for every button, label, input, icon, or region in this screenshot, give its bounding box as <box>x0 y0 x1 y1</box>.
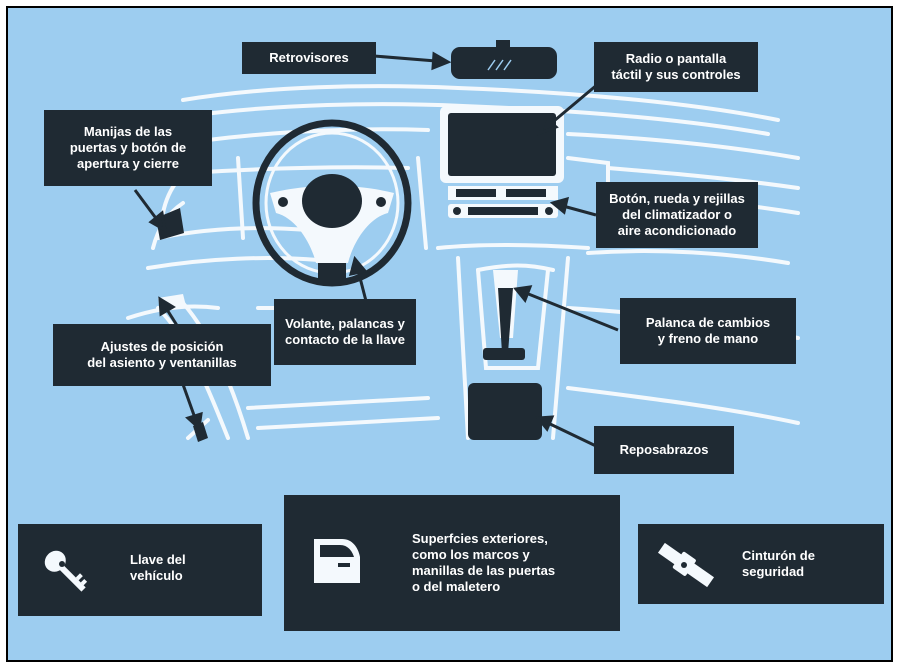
steering-wheel <box>256 123 408 283</box>
label-palanca: Palanca de cambios y freno de mano <box>620 298 796 364</box>
car-door-icon <box>308 535 366 587</box>
gear-lever <box>483 270 525 360</box>
rearview-mirror <box>451 40 557 79</box>
card-superficies: Superfcies exteriores, como los marcos y… <box>284 495 620 631</box>
card-llave-text: Llave del vehículo <box>130 552 186 584</box>
card-superficies-text: Superfcies exteriores, como los marcos y… <box>412 531 555 595</box>
seatbelt-icon <box>654 538 718 592</box>
label-retrovisores: Retrovisores <box>242 42 376 74</box>
card-cinturon-text: Cinturón de seguridad <box>742 548 815 580</box>
label-reposabrazos: Reposabrazos <box>594 426 734 474</box>
armrest <box>468 383 542 440</box>
label-climatizador: Botón, rueda y rejillas del climatizador… <box>596 182 758 248</box>
label-volante: Volante, palancas y contacto de la llave <box>274 299 416 365</box>
climate-panel <box>448 186 558 218</box>
label-ajustes: Ajustes de posición del asiento y ventan… <box>53 324 271 386</box>
label-radio: Radio o pantalla táctil y sus controles <box>594 42 758 92</box>
label-manijas: Manijas de las puertas y botón de apertu… <box>44 110 212 186</box>
key-icon <box>38 544 98 604</box>
card-llave: Llave del vehículo <box>18 524 262 616</box>
diagram-frame: Retrovisores Radio o pantalla táctil y s… <box>6 6 893 662</box>
card-cinturon: Cinturón de seguridad <box>638 524 884 604</box>
